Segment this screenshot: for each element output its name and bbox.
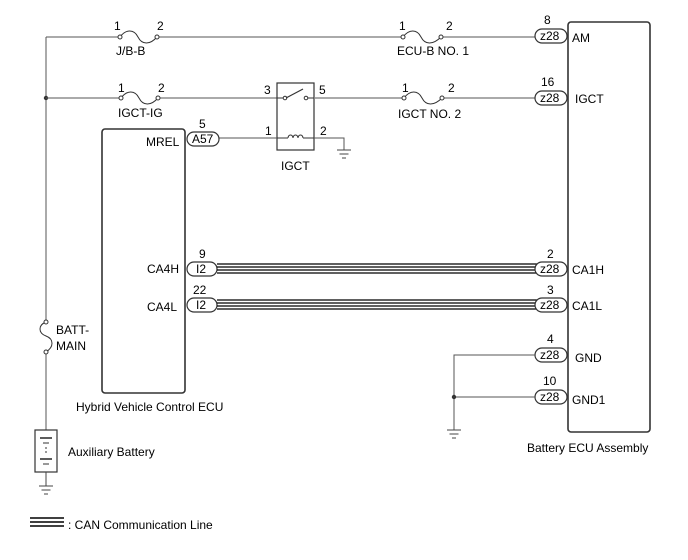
relay-pin-1: 1 (265, 124, 272, 138)
can-line-legend: : CAN Communication Line (30, 517, 213, 532)
z28-ca1l-connector: z28 3 CA1L (534, 283, 602, 313)
ecu-ground-wire (453, 354, 535, 430)
igct-connector-label: z28 (540, 91, 560, 105)
igctig-pin-2: 2 (158, 81, 165, 95)
i2-l-connector-label: I2 (196, 298, 206, 312)
jbb-pin-2: 2 (157, 19, 164, 33)
am-connector-label: z28 (540, 29, 560, 43)
ca1l-connector-label: z28 (540, 298, 560, 312)
i2-connector-l: I2 22 (186, 283, 218, 313)
jbb-label: J/B-B (116, 44, 145, 58)
a57-pin-number: 5 (199, 117, 206, 131)
legend-text: : CAN Communication Line (68, 518, 213, 532)
ground-junction-dot (451, 394, 457, 400)
z28-gnd-connector: z28 4 GND (534, 332, 602, 365)
relay-pin-2: 2 (320, 124, 327, 138)
i2-h-connector-label: I2 (196, 262, 206, 276)
ca1h-connector-label: z28 (540, 262, 560, 276)
igct2-pin-2: 2 (448, 81, 455, 95)
igct-pin-number: 16 (541, 75, 555, 89)
ca1h-pin-number: 2 (547, 247, 554, 261)
gnd1-connector-label: z28 (540, 390, 560, 404)
i2-h-pin-number: 9 (199, 247, 206, 261)
igctig-fuse: 1 2 IGCT-IG (118, 81, 165, 120)
igct2-label: IGCT NO. 2 (398, 107, 461, 121)
relay-coil-wire (218, 137, 345, 150)
relay-label: IGCT (281, 159, 310, 173)
ca4h-pin-name: CA4H (147, 262, 179, 276)
relay-pin-5: 5 (319, 83, 326, 97)
hybrid-vehicle-control-ecu: Hybrid Vehicle Control ECU MREL CA4H CA4… (76, 128, 223, 414)
can-high-line (217, 263, 537, 274)
relay-pin-3: 3 (264, 83, 271, 97)
igctig-pin-1: 1 (118, 81, 125, 95)
am-pin-name: AM (572, 31, 590, 45)
jbb-fuse: 1 2 J/B-B (114, 19, 164, 58)
batt-main-label-2: MAIN (56, 339, 86, 353)
igct2-fuse: 1 2 IGCT NO. 2 (398, 81, 461, 121)
jbb-pin-1: 1 (114, 19, 121, 33)
gnd1-pin-number: 10 (543, 374, 557, 388)
battery-label: Auxiliary Battery (68, 445, 155, 459)
battery-ecu-assembly: Battery ECU Assembly (527, 21, 651, 455)
gnd1-pin-name: GND1 (572, 393, 606, 407)
a57-connector: A57 5 (186, 117, 220, 147)
igctig-label: IGCT-IG (118, 106, 163, 120)
ca1l-pin-number: 3 (547, 283, 554, 297)
igct-relay: 3 5 1 2 IGCT (264, 82, 327, 173)
ecub-pin-1: 1 (399, 19, 406, 33)
ecub-label: ECU-B NO. 1 (397, 44, 469, 58)
ca1h-pin-name: CA1H (572, 263, 604, 277)
batt-main-label-1: BATT- (56, 323, 89, 337)
i2-connector-h: I2 9 (186, 247, 218, 277)
ecu-ground-icon (447, 429, 461, 439)
can-low-line (217, 299, 537, 310)
z28-gnd1-connector: z28 10 GND1 (534, 374, 606, 407)
battery-ground-icon (39, 472, 53, 495)
gnd-connector-label: z28 (540, 348, 560, 362)
igct-pin-name: IGCT (575, 92, 604, 106)
batt-main-fuse: BATT- MAIN (39, 319, 89, 355)
i2-l-pin-number: 22 (193, 283, 207, 297)
ca1l-pin-name: CA1L (572, 299, 602, 313)
gnd-pin-name: GND (575, 351, 602, 365)
mrel-pin-name: MREL (146, 135, 180, 149)
ecub-fuse: 1 2 ECU-B NO. 1 (397, 19, 469, 58)
z28-ca1h-connector: z28 2 CA1H (534, 247, 604, 277)
relay-ground-icon (337, 149, 351, 159)
igct2-pin-1: 1 (402, 81, 409, 95)
z28-am-connector: z28 8 AM (534, 13, 590, 45)
a57-connector-label: A57 (192, 132, 214, 146)
gnd-pin-number: 4 (547, 332, 554, 346)
z28-igct-connector: z28 16 IGCT (534, 75, 604, 106)
hv-ecu-label: Hybrid Vehicle Control ECU (76, 400, 223, 414)
ecub-pin-2: 2 (446, 19, 453, 33)
auxiliary-battery: Auxiliary Battery (34, 429, 155, 473)
am-pin-number: 8 (544, 13, 551, 27)
battery-ecu-label: Battery ECU Assembly (527, 441, 648, 455)
ca4l-pin-name: CA4L (147, 300, 177, 314)
